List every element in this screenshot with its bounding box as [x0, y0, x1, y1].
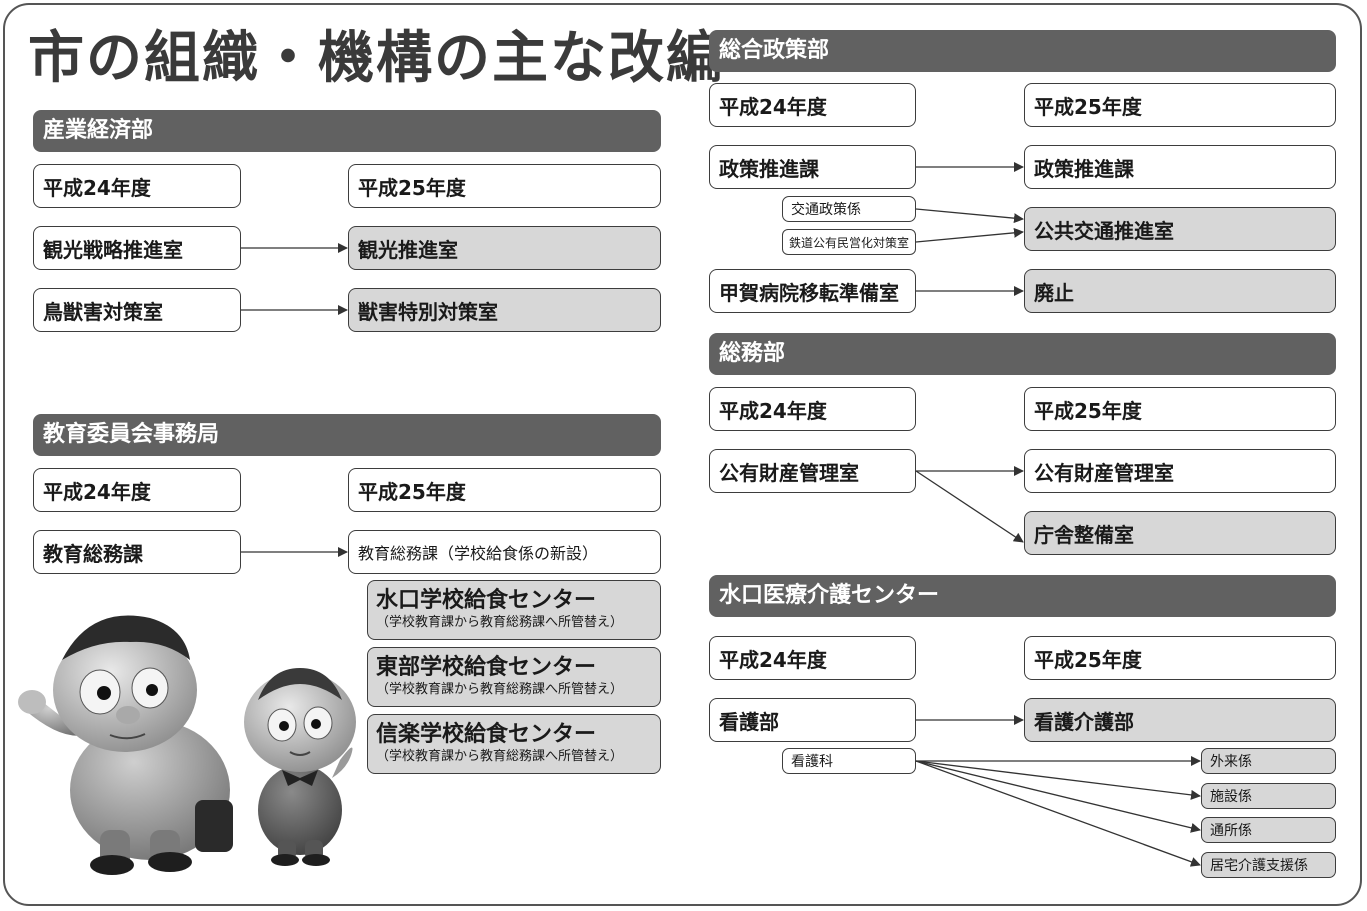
- org-box-new: 政策推進課: [1024, 145, 1336, 189]
- section-header-somu: 総務部: [709, 333, 1336, 375]
- year-label-old: 平成24年度: [709, 636, 916, 680]
- year-label-old: 平成24年度: [33, 468, 241, 512]
- org-box-old: 公有財産管理室: [709, 449, 916, 493]
- lunch-center-name: 水口学校給食センター: [376, 588, 597, 613]
- sub-org-box: 交通政策係: [782, 196, 916, 222]
- year-label-new: 平成25年度: [1024, 387, 1336, 431]
- sub-org-box-new: 居宅介護支援係: [1201, 852, 1336, 878]
- year-label-old: 平成24年度: [33, 164, 241, 208]
- sub-org-box-new: 施設係: [1201, 783, 1336, 809]
- year-label-new: 平成25年度: [348, 468, 661, 512]
- org-box-old: 政策推進課: [709, 145, 916, 189]
- org-box-old: 観光戦略推進室: [33, 226, 241, 270]
- year-label-new: 平成25年度: [1024, 83, 1336, 127]
- sub-org-box: 鉄道公有民営化対策室: [782, 229, 916, 255]
- org-box-new: 庁舎整備室: [1024, 511, 1336, 555]
- lunch-center-note: （学校教育課から教育総務課へ所管替え）: [376, 615, 624, 630]
- lunch-center-name: 東部学校給食センター: [376, 655, 597, 680]
- lunch-center-name: 信楽学校給食センター: [376, 722, 597, 747]
- section-header-sangyo: 産業経済部: [33, 110, 661, 152]
- year-label-old: 平成24年度: [709, 83, 916, 127]
- org-box-new: 公有財産管理室: [1024, 449, 1336, 493]
- org-box-new: 獣害特別対策室: [348, 288, 661, 332]
- org-box-new: 看護介護部: [1024, 698, 1336, 742]
- year-label-new: 平成25年度: [1024, 636, 1336, 680]
- org-box-new: 教育総務課（学校給食係の新設）: [348, 530, 661, 574]
- lunch-center-box: 信楽学校給食センター （学校教育課から教育総務課へ所管替え）: [367, 714, 661, 774]
- org-box-old: 教育総務課: [33, 530, 241, 574]
- lunch-center-box: 東部学校給食センター （学校教育課から教育総務課へ所管替え）: [367, 647, 661, 707]
- sub-org-box-new: 外来係: [1201, 748, 1336, 774]
- lunch-center-note: （学校教育課から教育総務課へ所管替え）: [376, 749, 624, 764]
- sub-org-box: 看護科: [782, 748, 916, 774]
- org-box-old: 鳥獣害対策室: [33, 288, 241, 332]
- lunch-center-box: 水口学校給食センター （学校教育課から教育総務課へ所管替え）: [367, 580, 661, 640]
- section-header-sogo: 総合政策部: [709, 30, 1336, 72]
- year-label-new: 平成25年度: [348, 164, 661, 208]
- org-box-old: 看護部: [709, 698, 916, 742]
- section-header-iryo: 水口医療介護センター: [709, 575, 1336, 617]
- org-box-new: 観光推進室: [348, 226, 661, 270]
- lunch-center-note: （学校教育課から教育総務課へ所管替え）: [376, 682, 624, 697]
- sub-org-box-new: 通所係: [1201, 817, 1336, 843]
- page-title: 市の組織・機構の主な改編: [28, 25, 724, 91]
- org-box-new: 公共交通推進室: [1024, 207, 1336, 251]
- org-box-new: 廃止: [1024, 269, 1336, 313]
- org-box-old: 甲賀病院移転準備室: [709, 269, 916, 313]
- section-header-kyoiku: 教育委員会事務局: [33, 414, 661, 456]
- year-label-old: 平成24年度: [709, 387, 916, 431]
